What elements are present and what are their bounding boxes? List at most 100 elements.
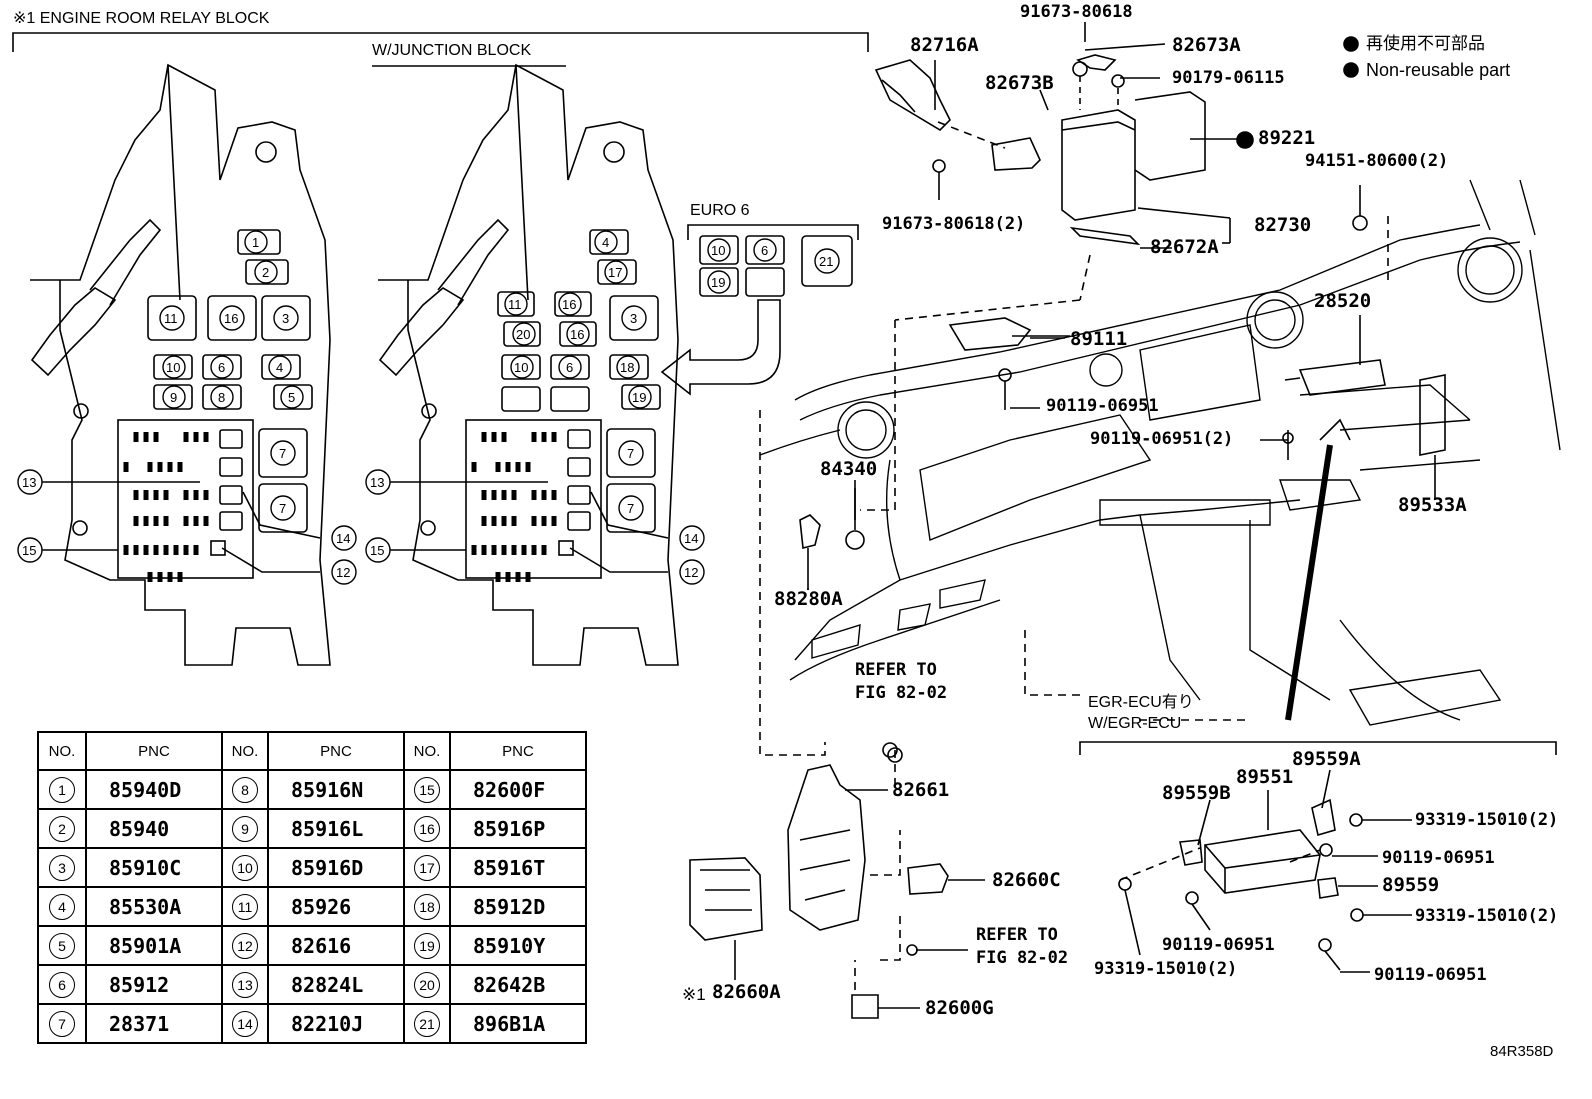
number-circles xyxy=(17,230,840,585)
pnc-cell: 85530A xyxy=(85,886,223,927)
table-row: 7 28371 14 82210J 21 896B1A xyxy=(37,1003,587,1044)
fuse-num-6c: 6 xyxy=(761,243,769,258)
euro6-title: EURO 6 xyxy=(690,202,750,219)
label-82716A: 82716A xyxy=(910,34,979,56)
label-82660C: 82660C xyxy=(992,869,1061,891)
egr-jp-label: EGR-ECU有り xyxy=(1088,694,1194,711)
pnc-cell: 82642B xyxy=(449,964,587,1005)
fuse-num-2: 2 xyxy=(262,265,270,280)
pnc-cell: 85901A xyxy=(85,925,223,966)
fuse-num-3b: 3 xyxy=(630,311,638,326)
label-82673A: 82673A xyxy=(1172,34,1241,56)
pnc-cell: 85910C xyxy=(85,847,223,888)
label-82660A-prefix: ※1 xyxy=(682,985,706,1004)
label-82600G: 82600G xyxy=(925,997,994,1019)
label-89533A: 89533A xyxy=(1398,494,1467,516)
table-row: 4 85530A 11 85926 18 85912D xyxy=(37,886,587,927)
fuse-num-8: 8 xyxy=(218,390,226,405)
fuse-num-17: 17 xyxy=(608,265,623,280)
pnc-cell: 85940 xyxy=(85,808,223,849)
col-no-2: NO. xyxy=(221,731,269,771)
relay-block-bracket xyxy=(12,32,869,52)
instrument-panel xyxy=(759,179,1561,726)
label-82661: 82661 xyxy=(892,779,950,801)
row-number: 18 xyxy=(414,893,440,920)
label-89559: 89559 xyxy=(1382,874,1440,896)
relay-block-title: ※1 ENGINE ROOM RELAY BLOCK xyxy=(13,10,270,27)
pnc-cell: 896B1A xyxy=(449,1003,587,1044)
fuse-num-6b: 6 xyxy=(566,360,574,375)
refer-to-label-1: REFER TO xyxy=(855,660,937,680)
refer-fig-label-2: FIG 82-02 xyxy=(976,948,1069,968)
fuse-num-12a: 12 xyxy=(336,565,351,580)
label-90119-06951-d: 90119-06951 xyxy=(1374,965,1487,985)
pnc-cell: 85912 xyxy=(85,964,223,1005)
row-number: 9 xyxy=(232,815,258,842)
legend-en: Non-reusable part xyxy=(1366,60,1511,80)
ecu-assembly xyxy=(874,54,1389,321)
pnc-cell: 82210J xyxy=(267,1003,405,1044)
table-row: 6 85912 13 82824L 20 82642B xyxy=(37,964,587,1005)
fuse-num-10: 10 xyxy=(166,360,181,375)
pnc-table: NO. PNC NO. PNC NO. PNC 1 85940D 8 85916… xyxy=(37,731,587,1044)
row-number: 2 xyxy=(49,815,75,842)
row-number: 21 xyxy=(414,1010,440,1037)
row-number: 1 xyxy=(49,776,75,803)
pnc-cell: 85916P xyxy=(449,808,587,849)
fuse-num-11: 11 xyxy=(164,311,178,326)
fuse-num-12b: 12 xyxy=(684,565,699,580)
label-82673B: 82673B xyxy=(985,72,1054,94)
drawing-id: 84R358D xyxy=(1490,1043,1554,1060)
fuse-num-7b: 7 xyxy=(279,501,287,516)
label-90119-06951-a: 90119-06951 xyxy=(1046,396,1159,416)
col-pnc-1: PNC xyxy=(85,731,223,771)
pnc-cell: 82616 xyxy=(267,925,405,966)
fuse-num-13b: 13 xyxy=(370,475,385,490)
pnc-cell: 85916N xyxy=(267,769,405,810)
pnc-cell: 85940D xyxy=(85,769,223,810)
label-89559A: 89559A xyxy=(1292,748,1361,770)
fuse-num-7a: 7 xyxy=(279,446,287,461)
pnc-cell: 85916L xyxy=(267,808,405,849)
table-header-row: NO. PNC NO. PNC NO. PNC xyxy=(37,731,587,771)
row-number: 15 xyxy=(414,776,440,803)
pnc-cell: 85926 xyxy=(267,886,405,927)
row-number: 12 xyxy=(232,932,258,959)
leader-dashes xyxy=(759,320,1321,990)
pnc-cell: 82824L xyxy=(267,964,405,1005)
fuse-num-16: 16 xyxy=(224,311,239,326)
label-88280A: 88280A xyxy=(774,588,843,610)
row-number: 8 xyxy=(232,776,258,803)
relay-block-right xyxy=(378,63,679,666)
fuse-num-10b: 10 xyxy=(514,360,529,375)
row-number: 3 xyxy=(49,854,75,881)
fuse-num-16c: 16 xyxy=(570,327,585,342)
label-90119-06951-2: 90119-06951(2) xyxy=(1090,429,1234,449)
col-pnc-3: PNC xyxy=(449,731,587,771)
row-number: 10 xyxy=(232,854,258,881)
fuse-num-14b: 14 xyxy=(684,531,699,546)
label-89559B: 89559B xyxy=(1162,782,1231,804)
col-pnc-2: PNC xyxy=(267,731,405,771)
fuse-num-20: 20 xyxy=(516,327,531,342)
label-82672A: 82672A xyxy=(1150,236,1219,258)
relay-block-left xyxy=(30,63,331,666)
legend-jp: 再使用不可部品 xyxy=(1366,34,1485,53)
col-no-1: NO. xyxy=(37,731,87,771)
row-number: 17 xyxy=(414,854,440,881)
label-91673-80618: 91673-80618 xyxy=(1020,2,1133,22)
label-93319-15010-b: 93319-15010(2) xyxy=(1415,906,1559,926)
row-number: 4 xyxy=(49,893,75,920)
label-93319-15010-a: 93319-15010(2) xyxy=(1415,810,1559,830)
label-89551: 89551 xyxy=(1236,766,1294,788)
fuse-num-19: 19 xyxy=(632,390,647,405)
label-94151-80600: 94151-80600(2) xyxy=(1305,151,1449,171)
label-89221: 89221 xyxy=(1258,127,1316,149)
pnc-cell: 85916D xyxy=(267,847,405,888)
label-91673-80618-2: 91673-80618(2) xyxy=(882,214,1026,234)
fuse-num-3: 3 xyxy=(282,311,290,326)
label-90119-06951-c: 90119-06951 xyxy=(1162,935,1275,955)
table-row: 1 85940D 8 85916N 15 82600F xyxy=(37,769,587,810)
fuse-num-7d: 7 xyxy=(627,501,635,516)
